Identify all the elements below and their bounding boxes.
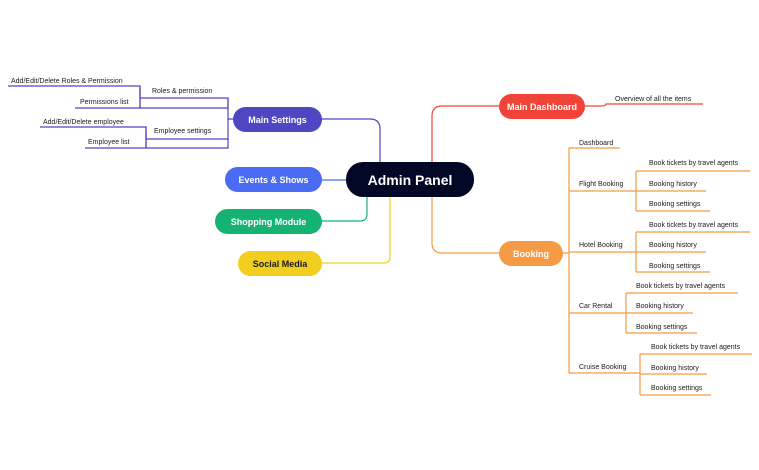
hotel-book-tickets-label[interactable]: Book tickets by travel agents <box>649 222 739 229</box>
car-book-tickets-label[interactable]: Book tickets by travel agents <box>636 283 726 290</box>
main-settings-node[interactable]: Main Settings <box>233 107 322 132</box>
hotel-booking-settings-label[interactable]: Booking settings <box>649 263 701 270</box>
root-node[interactable]: Admin Panel <box>346 162 474 197</box>
social-media-node[interactable]: Social Media <box>238 251 322 276</box>
flight-booking-history-label[interactable]: Booking history <box>649 181 697 188</box>
main-dashboard-node[interactable]: Main Dashboard <box>499 94 585 119</box>
flight-booking-settings-label[interactable]: Booking settings <box>649 201 701 208</box>
employee-list-label[interactable]: Employee list <box>88 139 130 146</box>
events-shows-node[interactable]: Events & Shows <box>225 167 322 192</box>
shopping-module-node[interactable]: Shopping Module <box>215 209 322 234</box>
overview-label[interactable]: Overview of all the items <box>615 96 692 103</box>
cruise-booking-settings-label[interactable]: Booking settings <box>651 385 703 392</box>
add-edit-delete-roles-label[interactable]: Add/Edit/Delete Roles & Permission <box>11 78 123 85</box>
booking-node[interactable]: Booking <box>499 241 563 266</box>
roles-permission-label[interactable]: Roles & permission <box>152 88 213 95</box>
flight-booking-label[interactable]: Flight Booking <box>579 181 624 188</box>
car-booking-settings-label[interactable]: Booking settings <box>636 324 688 331</box>
car-rental-label[interactable]: Car Rental <box>579 303 613 310</box>
add-edit-delete-employee-label[interactable]: Add/Edit/Delete employee <box>43 119 124 126</box>
employee-settings-label[interactable]: Employee settings <box>154 128 212 135</box>
hotel-booking-history-label[interactable]: Booking history <box>649 242 697 249</box>
cruise-book-tickets-label[interactable]: Book tickets by travel agents <box>651 344 741 351</box>
booking-dashboard-label[interactable]: Dashboard <box>579 140 614 147</box>
cruise-booking-history-label[interactable]: Booking history <box>651 365 699 372</box>
hotel-booking-label[interactable]: Hotel Booking <box>579 242 623 249</box>
cruise-booking-label[interactable]: Cruise Booking <box>579 364 627 371</box>
flight-book-tickets-label[interactable]: Book tickets by travel agents <box>649 160 739 167</box>
permissions-list-label[interactable]: Permissions list <box>80 99 129 106</box>
car-booking-history-label[interactable]: Booking history <box>636 303 684 310</box>
